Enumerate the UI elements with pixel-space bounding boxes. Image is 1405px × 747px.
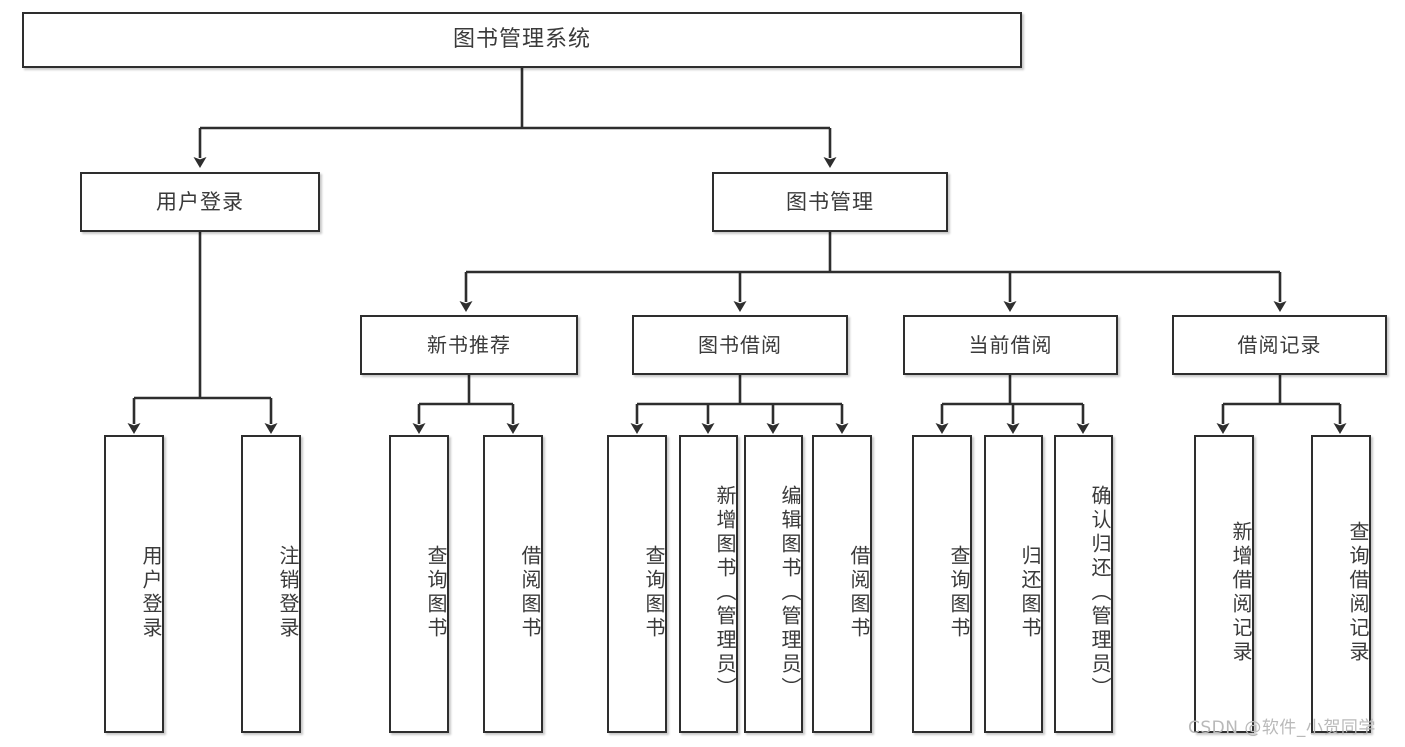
leaf-label: 查询借阅记录 (1346, 521, 1370, 665)
node-book-management-label: 图书管理 (786, 189, 874, 214)
node-current-borrow[interactable]: 当前借阅 (903, 315, 1118, 375)
leaf-borrow-record-query[interactable]: 查询借阅记录 (1311, 435, 1371, 733)
leaf-label: 查询图书 (424, 545, 448, 641)
node-borrow-record-label: 借阅记录 (1237, 332, 1322, 357)
leaf-current-borrow-confirm[interactable]: 确认归还（管理员） (1054, 435, 1113, 733)
leaf-label: 用户登录 (139, 545, 163, 641)
leaf-user-login-logout[interactable]: 注销登录 (241, 435, 301, 733)
csdn-watermark: CSDN @软件_小贺同学 (1188, 718, 1376, 738)
node-user-login-label: 用户登录 (156, 189, 244, 214)
leaf-book-borrow-borrow[interactable]: 借阅图书 (812, 435, 872, 733)
leaf-label: 借阅图书 (518, 545, 542, 641)
leaf-book-borrow-query[interactable]: 查询图书 (607, 435, 667, 733)
node-borrow-record[interactable]: 借阅记录 (1172, 315, 1387, 375)
leaf-new-book-borrow[interactable]: 借阅图书 (483, 435, 543, 733)
leaf-label: 新增图书（管理员） (713, 485, 737, 701)
leaf-label: 新增借阅记录 (1229, 521, 1253, 665)
node-root-system[interactable]: 图书管理系统 (22, 12, 1022, 68)
leaf-current-borrow-return[interactable]: 归还图书 (984, 435, 1043, 733)
node-book-borrow[interactable]: 图书借阅 (632, 315, 848, 375)
leaf-user-login-login[interactable]: 用户登录 (104, 435, 164, 733)
leaf-label: 查询图书 (642, 545, 666, 641)
node-user-login[interactable]: 用户登录 (80, 172, 320, 232)
leaf-label: 查询图书 (947, 545, 971, 641)
leaf-book-borrow-add[interactable]: 新增图书（管理员） (679, 435, 738, 733)
node-book-management[interactable]: 图书管理 (712, 172, 948, 232)
leaf-current-borrow-query[interactable]: 查询图书 (912, 435, 972, 733)
leaf-label: 确认归还（管理员） (1088, 485, 1112, 701)
node-new-book-recommend-label: 新书推荐 (427, 332, 511, 357)
node-root-label: 图书管理系统 (452, 27, 591, 53)
leaf-label: 编辑图书（管理员） (778, 485, 802, 701)
leaf-label: 注销登录 (276, 545, 300, 641)
node-book-borrow-label: 图书借阅 (698, 332, 782, 357)
leaf-new-book-query[interactable]: 查询图书 (389, 435, 449, 733)
leaf-borrow-record-add[interactable]: 新增借阅记录 (1194, 435, 1254, 733)
node-current-borrow-label: 当前借阅 (968, 332, 1053, 357)
leaf-label: 归还图书 (1018, 545, 1042, 641)
leaf-book-borrow-edit[interactable]: 编辑图书（管理员） (744, 435, 803, 733)
leaf-label: 借阅图书 (847, 545, 871, 641)
node-new-book-recommend[interactable]: 新书推荐 (360, 315, 578, 375)
